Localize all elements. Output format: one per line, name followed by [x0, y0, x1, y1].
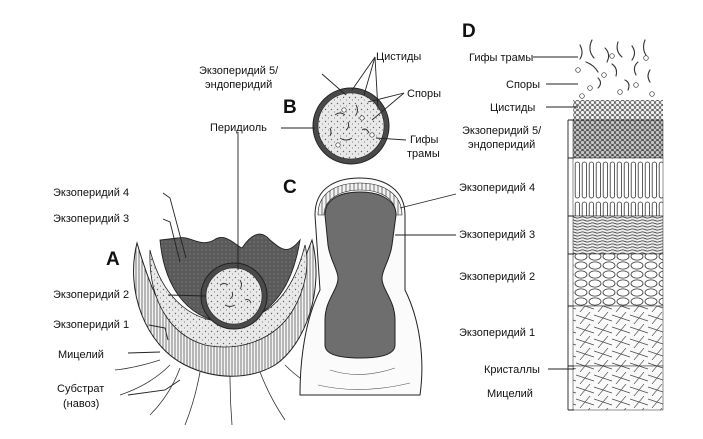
label-d-endoperidium: эндоперидий: [468, 139, 535, 151]
label-b-exo5: Экзоперидий 5/: [199, 65, 279, 77]
young-fruiting-body-core: [324, 191, 397, 359]
layer-mycelium: [572, 365, 664, 411]
labels-panel-b: Экзоперидий 5/ эндоперидий Цистиды Споры…: [199, 51, 441, 160]
label-b-peridiole: Перидиоль: [210, 122, 267, 134]
layer-bracket: [567, 119, 574, 411]
young-fruiting-body-rim: [317, 182, 403, 216]
layer-cystidia: [573, 100, 663, 120]
panel-d-column: [567, 39, 664, 411]
labels-panel-d: Гифы трамы Споры Цистиды Экзоперидий 5/ …: [459, 52, 542, 400]
label-b-trama: трамы: [407, 148, 440, 160]
panel-letters: A B C D: [106, 21, 476, 270]
layer-spores: [575, 53, 655, 99]
label-b-endoperidium: эндоперидий: [205, 79, 272, 91]
layer-exo3: [572, 215, 664, 255]
label-d-spores: Споры: [506, 79, 540, 91]
panel-letter-c: C: [283, 177, 297, 198]
label-d-exo3: Экзоперидий 3: [459, 229, 535, 241]
label-d-crystals: Кристаллы: [484, 364, 540, 376]
label-a-substrate: Субстрат: [57, 383, 104, 395]
label-d-trama: Гифы трамы: [469, 52, 533, 64]
panel-a-illustration: [114, 233, 331, 426]
label-d-exo2: Экзоперидий 2: [459, 271, 535, 283]
label-b-spores: Споры: [407, 88, 441, 100]
panel-letter-b: B: [283, 97, 297, 118]
panel-b-illustration: [312, 87, 390, 165]
label-a-exo3: Экзоперидий 3: [53, 213, 129, 225]
panel-letter-d: D: [462, 21, 476, 42]
label-d-exo1: Экзоперидий 1: [459, 327, 535, 339]
layer-exo2: [572, 253, 664, 307]
label-d-cystidia: Цистиды: [490, 102, 535, 114]
label-d-exo4: Экзоперидий 4: [459, 182, 535, 194]
label-b-trama-hyphae: Гифы: [410, 134, 439, 146]
layer-exo4: [572, 157, 664, 217]
panel-letter-a: A: [106, 249, 120, 270]
label-b-cystidia: Цистиды: [376, 51, 421, 63]
label-a-exo1: Экзоперидий 1: [53, 319, 129, 331]
label-a-substrate-detail: (навоз): [63, 398, 99, 410]
panel-c-illustration: [299, 177, 423, 396]
label-a-mycelium: Мицелий: [58, 349, 104, 361]
label-a-exo4: Экзоперидий 4: [53, 187, 129, 199]
label-d-exo5: Экзоперидий 5/: [462, 125, 542, 137]
leader-lines: [127, 56, 578, 396]
layer-exo5: [572, 119, 664, 159]
cup-layer-exo2: [149, 244, 308, 348]
layer-trama: [579, 39, 651, 91]
label-d-mycelium: Мицелий: [487, 388, 533, 400]
labels-panel-a: Экзоперидий 4 Экзоперидий 3 Экзоперидий …: [53, 187, 129, 410]
layer-exo1: [572, 305, 664, 367]
label-a-exo2: Экзоперидий 2: [53, 289, 129, 301]
